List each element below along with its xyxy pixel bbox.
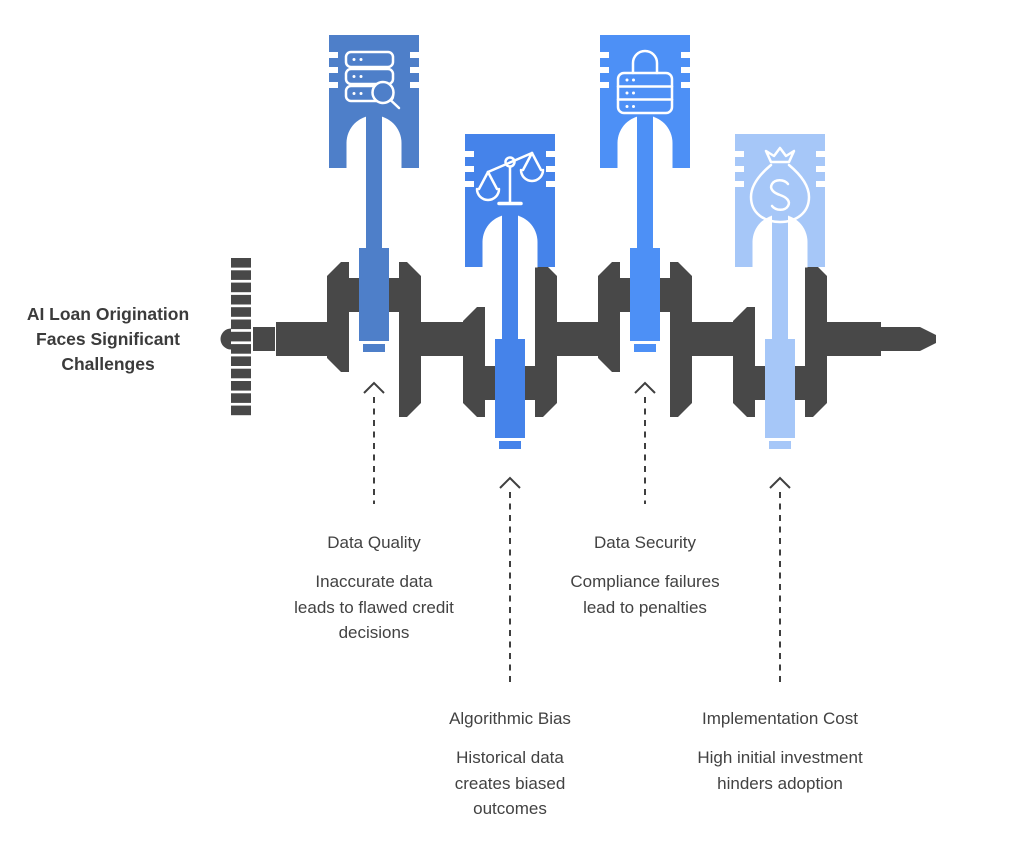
diagram-title: AI Loan Origination Faces Significant Ch… — [26, 304, 190, 374]
piston-ring-grooves — [329, 52, 419, 88]
connecting-rod — [366, 115, 382, 252]
counterweight — [327, 262, 349, 372]
crank-throw-2 — [463, 262, 557, 417]
rod-cap — [634, 344, 656, 352]
counterweight — [399, 262, 421, 417]
challenge-label: Implementation Cost — [702, 709, 858, 728]
piston-data-security — [600, 35, 690, 352]
arrowhead-icon — [499, 476, 521, 489]
challenge-label: Data Security — [593, 533, 697, 552]
balance-scale-icon — [475, 151, 545, 206]
counterweight — [733, 307, 755, 417]
challenge-description: Historical data creates biased outcomes — [454, 748, 566, 818]
arrowhead-icon — [634, 381, 656, 394]
lock-server-icon — [616, 49, 674, 115]
arrowhead-icon — [363, 381, 385, 394]
shaft-end-tip — [881, 327, 936, 351]
piston-implementation-cost — [735, 134, 825, 449]
main-shaft — [253, 322, 936, 356]
rod-big-end — [630, 248, 660, 341]
crank-pin — [660, 278, 670, 312]
challenge-label: Algorithmic Bias — [449, 709, 571, 728]
arrow-implementation-cost — [769, 476, 791, 686]
timing-gear — [231, 258, 251, 416]
challenge-block-implementation-cost: Implementation Cost High initial investm… — [660, 706, 900, 796]
challenge-block-data-security: Data Security Compliance failures lead t… — [525, 530, 765, 620]
challenge-block-data-quality: Data Quality Inaccurate data leads to fl… — [254, 530, 494, 646]
rod-cap — [499, 441, 521, 449]
crank-pin — [349, 278, 359, 312]
crank-throw-4 — [733, 262, 827, 417]
crank-throw-3 — [598, 262, 692, 417]
rod-cap — [769, 441, 791, 449]
piston-algorithmic-bias — [465, 134, 555, 449]
connecting-rod — [772, 214, 788, 343]
crankshaft — [220, 258, 936, 417]
database-search-icon — [344, 50, 401, 110]
challenge-description: Inaccurate data leads to flawed credit d… — [294, 572, 454, 642]
crank-throw-1 — [327, 262, 421, 417]
piston-data-quality — [329, 35, 419, 352]
rod-big-end — [765, 339, 795, 438]
crank-pin — [620, 278, 630, 312]
arrow-data-security — [634, 381, 656, 504]
piston-ring-grooves — [735, 151, 825, 187]
crank-pin — [755, 366, 765, 400]
crank-nose — [220, 328, 231, 350]
crank-pin — [485, 366, 495, 400]
counterweight — [805, 262, 827, 417]
rod-big-end — [495, 339, 525, 438]
money-bag-icon — [749, 146, 811, 224]
arrow-data-quality — [363, 381, 385, 504]
crank-pin — [525, 366, 535, 400]
rod-big-end — [359, 248, 389, 341]
piston-ring-grooves — [600, 52, 690, 88]
challenge-description: High initial investment hinders adoption — [697, 748, 863, 793]
arrowhead-icon — [769, 476, 791, 489]
connecting-rod — [637, 115, 653, 252]
crank-pin — [389, 278, 399, 312]
counterweight — [463, 307, 485, 417]
piston-ring-grooves — [465, 151, 555, 187]
challenge-label: Data Quality — [327, 533, 421, 552]
pointer-arrows — [363, 381, 791, 686]
connecting-rod — [502, 214, 518, 343]
counterweight — [535, 262, 557, 417]
crank-pin — [795, 366, 805, 400]
challenge-block-algorithmic-bias: Algorithmic Bias Historical data creates… — [390, 706, 630, 822]
counterweight — [598, 262, 620, 372]
rod-cap — [363, 344, 385, 352]
counterweight — [670, 262, 692, 417]
arrow-algorithmic-bias — [499, 476, 521, 686]
challenge-description: Compliance failures lead to penalties — [570, 572, 720, 617]
